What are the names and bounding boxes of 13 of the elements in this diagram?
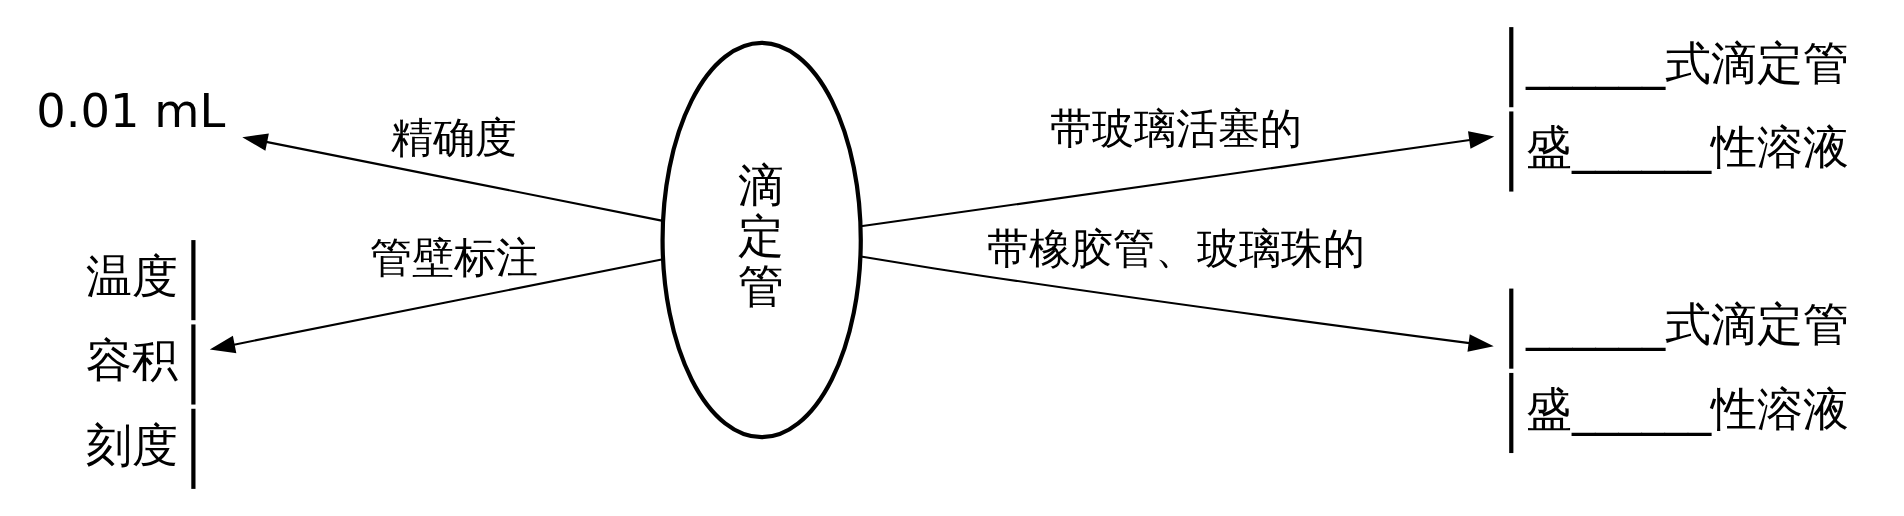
arrow [860, 131, 1494, 228]
edge-label: 带橡胶管、玻璃珠的 [986, 224, 1365, 274]
edge-label: 管壁标注 [369, 232, 538, 282]
node-text: 温度 容积 刻度 [85, 248, 178, 472]
arrow [860, 255, 1494, 352]
arrow [209, 258, 663, 354]
edge-label: 精确度 [390, 112, 517, 162]
node-text: ______式滴定管 盛______性溶液 [1525, 297, 1849, 436]
node-text: ______式滴定管 盛______性溶液 [1525, 35, 1849, 175]
edge-label: 带玻璃活塞的 [1049, 104, 1302, 154]
node-text: 0.01 mL [35, 84, 225, 139]
node-ellipse: 滴定管 [659, 40, 863, 440]
arrow [241, 133, 663, 222]
